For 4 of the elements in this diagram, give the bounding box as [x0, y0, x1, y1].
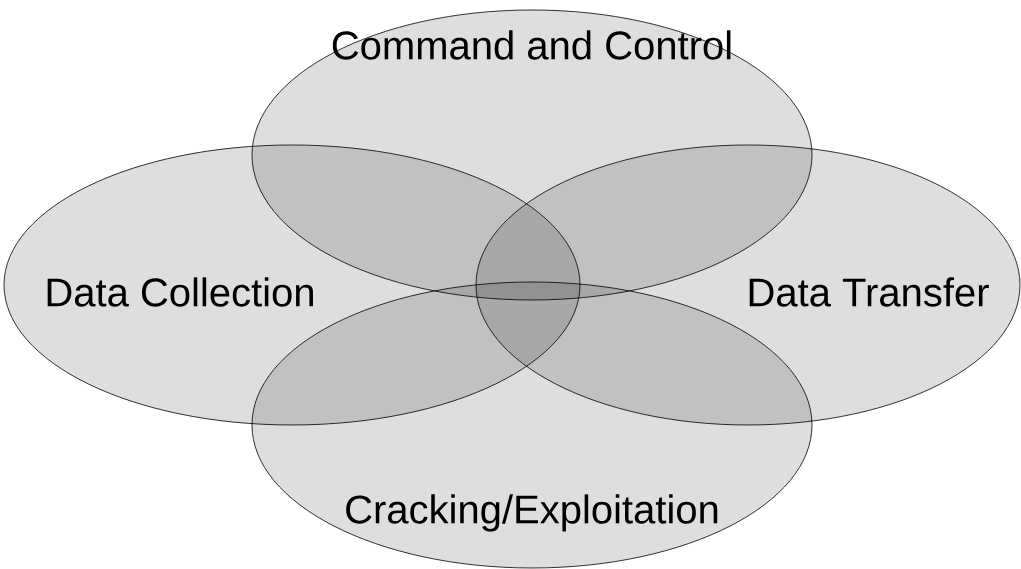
venn-ellipse: [475, 144, 1021, 426]
ellipse-label: Cracking/Exploitation: [346, 494, 718, 532]
ellipse-label: Data Collection: [47, 277, 313, 307]
ellipse-label: Data Transfer: [749, 277, 989, 307]
